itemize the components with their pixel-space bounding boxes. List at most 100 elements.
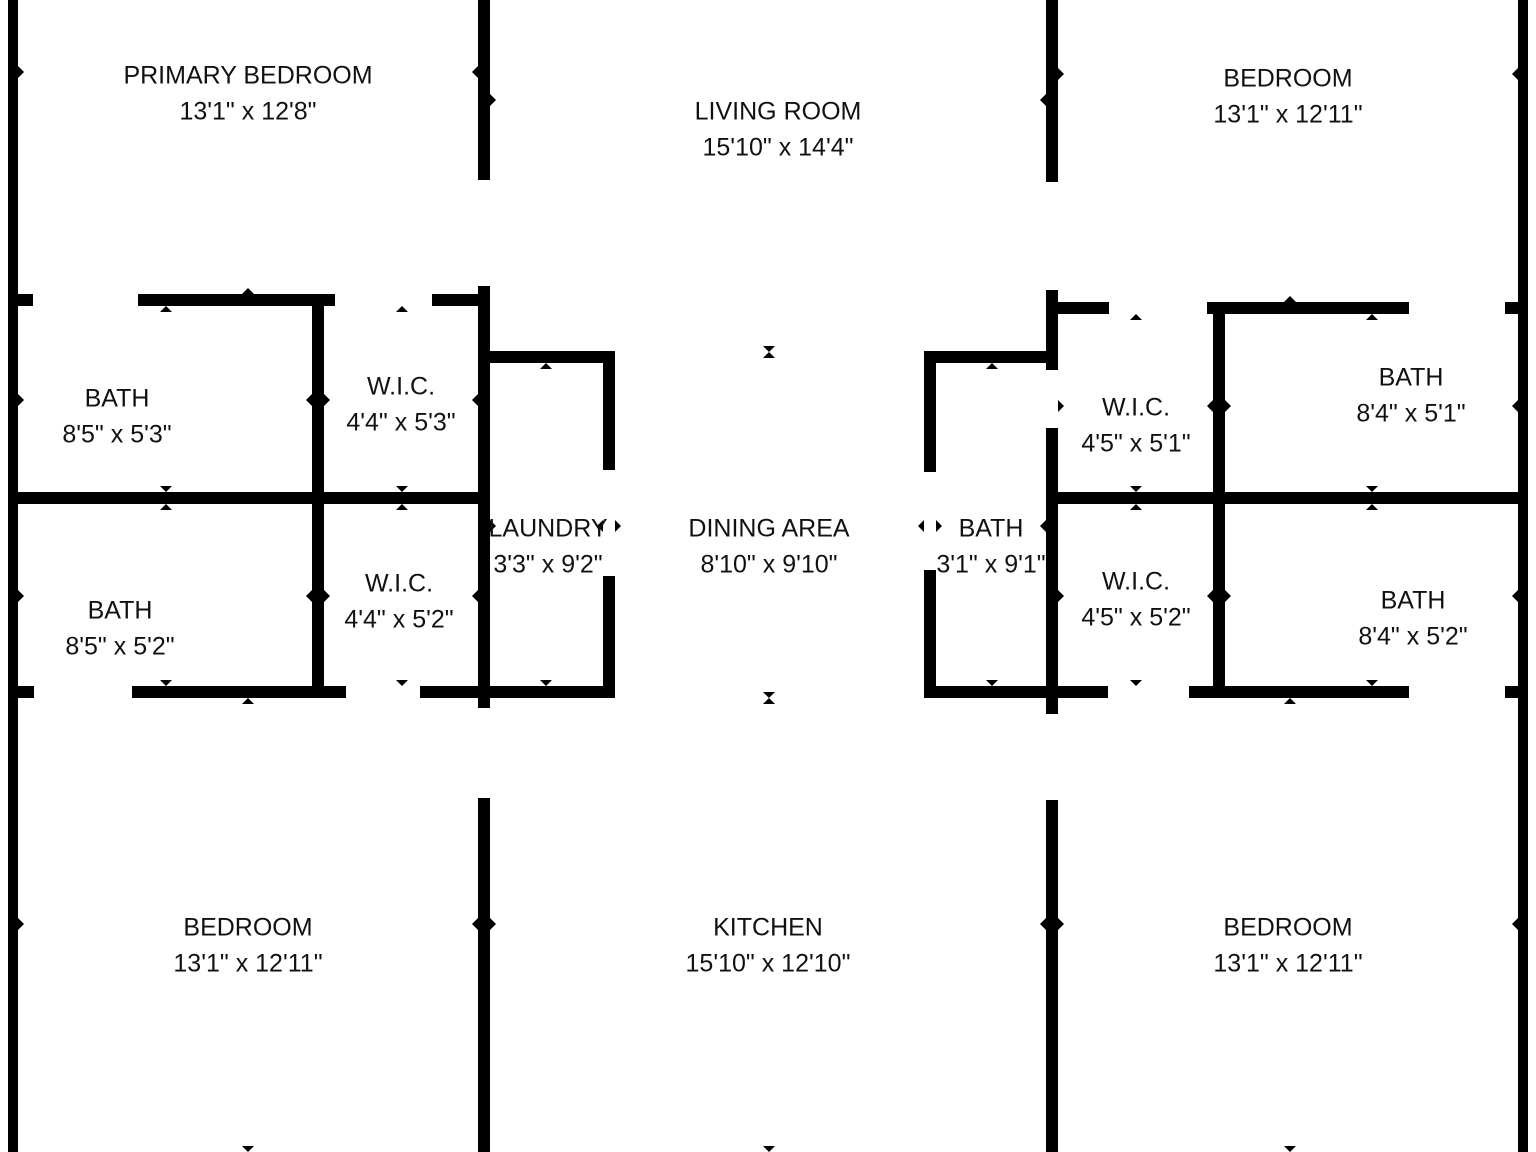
wall-lw-h1-c bbox=[432, 294, 490, 306]
room-dimensions: 4'4" x 5'3" bbox=[346, 409, 455, 437]
room-bedroom-se: BEDROOM 13'1" x 12'11" bbox=[1213, 914, 1362, 978]
tick bbox=[1058, 68, 1064, 80]
tick bbox=[1366, 504, 1378, 510]
tick bbox=[396, 680, 408, 686]
room-labels: PRIMARY BEDROOM 13'1" x 12'8" LIVING ROO… bbox=[62, 62, 1467, 978]
wall-center-bath-left-bottom bbox=[924, 570, 936, 698]
room-dimensions: 8'4" x 5'1" bbox=[1356, 400, 1465, 428]
tick bbox=[1366, 486, 1378, 492]
tick bbox=[306, 394, 312, 406]
tick bbox=[540, 680, 552, 686]
room-name: DINING AREA bbox=[688, 515, 849, 543]
wall-rw-h3-a bbox=[1046, 686, 1108, 698]
wall-west bbox=[8, 0, 18, 1152]
tick bbox=[1058, 400, 1064, 412]
tick bbox=[160, 680, 172, 686]
tick bbox=[986, 680, 998, 686]
room-dimensions: 8'5" x 5'3" bbox=[62, 421, 171, 449]
tick bbox=[306, 590, 312, 602]
tick bbox=[396, 504, 408, 510]
tick bbox=[1284, 698, 1296, 704]
wall-rw-h1-a bbox=[1046, 302, 1109, 314]
room-name: BEDROOM bbox=[1223, 914, 1352, 942]
tick bbox=[242, 288, 254, 294]
tick bbox=[763, 1146, 775, 1152]
room-wic-w1: W.I.C. 4'4" x 5'3" bbox=[346, 373, 455, 437]
tick bbox=[1366, 314, 1378, 320]
tick bbox=[472, 66, 478, 78]
tick bbox=[986, 363, 998, 369]
room-bath-e1: BATH 8'4" x 5'1" bbox=[1356, 364, 1465, 428]
room-dining-area: DINING AREA 8'10" x 9'10" bbox=[688, 515, 849, 579]
wall-left-corridor-top bbox=[478, 0, 490, 180]
tick bbox=[1058, 918, 1064, 930]
room-dimensions: 15'10" x 12'10" bbox=[686, 950, 851, 978]
room-name: BATH bbox=[1379, 364, 1444, 392]
tick bbox=[1040, 520, 1046, 532]
tick bbox=[763, 692, 775, 698]
tick bbox=[18, 918, 24, 930]
room-bath-e2: BATH 8'4" x 5'2" bbox=[1358, 587, 1467, 651]
room-name: BATH bbox=[1381, 587, 1446, 615]
tick bbox=[763, 346, 775, 352]
tick bbox=[1040, 94, 1046, 106]
wall-rw-h1-c bbox=[1505, 302, 1528, 314]
wall-rw-h3-b bbox=[1189, 686, 1409, 698]
room-name: BEDROOM bbox=[1223, 65, 1352, 93]
wall-right-corridor-top bbox=[1046, 0, 1058, 182]
tick bbox=[160, 504, 172, 510]
walls bbox=[8, 0, 1528, 1152]
room-name: LAUNDRY bbox=[488, 515, 607, 543]
room-name: BATH bbox=[85, 385, 150, 413]
room-dimensions: 4'5" x 5'1" bbox=[1081, 430, 1190, 458]
room-name: BATH bbox=[959, 515, 1024, 543]
tick bbox=[1512, 918, 1518, 930]
tick bbox=[1512, 400, 1518, 412]
wall-right-corridor-bottom bbox=[1046, 800, 1058, 1152]
room-dimensions: 13'1" x 12'11" bbox=[173, 950, 322, 978]
tick bbox=[936, 520, 942, 532]
tick bbox=[160, 306, 172, 312]
tick bbox=[763, 352, 775, 358]
room-name: BEDROOM bbox=[183, 914, 312, 942]
room-name: W.I.C. bbox=[1102, 394, 1170, 422]
tick bbox=[242, 1146, 254, 1152]
wall-lw-h3-c bbox=[420, 686, 615, 698]
room-bedroom-ne: BEDROOM 13'1" x 12'11" bbox=[1213, 65, 1362, 129]
tick bbox=[1225, 400, 1231, 412]
tick bbox=[396, 306, 408, 312]
wall-center-bath-bottom bbox=[924, 686, 1058, 698]
room-dimensions: 8'10" x 9'10" bbox=[700, 551, 837, 579]
tick bbox=[18, 394, 24, 406]
tick bbox=[763, 698, 775, 704]
room-name: W.I.C. bbox=[367, 373, 435, 401]
room-wic-e1: W.I.C. 4'5" x 5'1" bbox=[1081, 394, 1190, 458]
tick bbox=[18, 590, 24, 602]
room-bedroom-sw: BEDROOM 13'1" x 12'11" bbox=[173, 914, 322, 978]
tick bbox=[1512, 68, 1518, 80]
room-name: LIVING ROOM bbox=[695, 98, 862, 126]
wall-lw-h3-a bbox=[8, 686, 34, 698]
wall-lw-h2 bbox=[8, 492, 490, 504]
wall-laundry-right-top bbox=[603, 351, 615, 470]
room-dimensions: 13'1" x 12'8" bbox=[179, 98, 316, 126]
tick bbox=[1130, 486, 1142, 492]
wall-left-corridor-bottom bbox=[478, 798, 490, 1152]
tick bbox=[472, 394, 478, 406]
room-laundry: LAUNDRY 3'3" x 9'2" bbox=[488, 515, 607, 579]
wall-lw-v1 bbox=[312, 294, 324, 698]
room-dimensions: 8'4" x 5'2" bbox=[1358, 623, 1467, 651]
tick bbox=[490, 520, 496, 532]
room-name: W.I.C. bbox=[365, 570, 433, 598]
tick bbox=[615, 520, 621, 532]
tick bbox=[1225, 590, 1231, 602]
tick bbox=[490, 918, 496, 930]
tick bbox=[472, 590, 478, 602]
tick bbox=[1207, 400, 1213, 412]
room-wic-e2: W.I.C. 4'5" x 5'2" bbox=[1081, 568, 1190, 632]
wall-laundry-top bbox=[478, 351, 615, 363]
wall-lw-h1-a bbox=[8, 294, 33, 306]
tick bbox=[540, 363, 552, 369]
tick bbox=[1058, 590, 1064, 602]
